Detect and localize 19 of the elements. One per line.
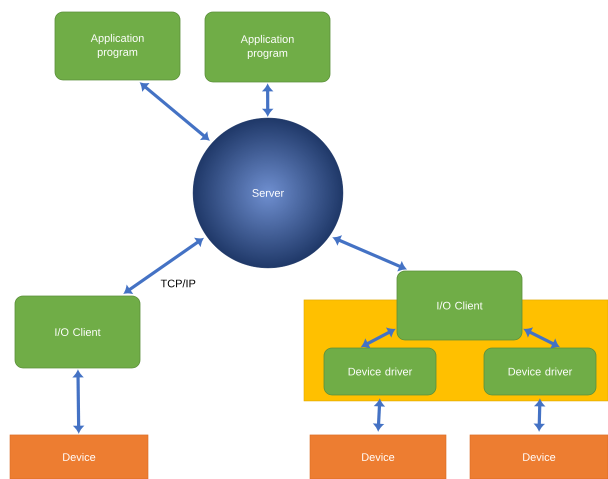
arrow [362, 328, 395, 348]
edge-label: TCP/IP [160, 278, 197, 288]
arrow [140, 82, 210, 140]
device-box: Device [470, 434, 608, 479]
process-box: Device driver [324, 348, 436, 396]
device-box: Device [10, 434, 148, 479]
arrow [333, 236, 406, 271]
arrow [263, 84, 272, 116]
process-box: Device driver [484, 348, 596, 396]
process-box: Application program [204, 12, 330, 82]
arrow [124, 238, 204, 294]
arrow [534, 399, 544, 431]
device-box: Device [310, 434, 446, 479]
arrow [524, 328, 560, 348]
arrow [73, 370, 84, 433]
process-box: I/O Client [14, 296, 140, 368]
process-box: I/O Client [396, 270, 522, 340]
arrow [374, 399, 384, 431]
process-box: Application program [54, 12, 180, 80]
